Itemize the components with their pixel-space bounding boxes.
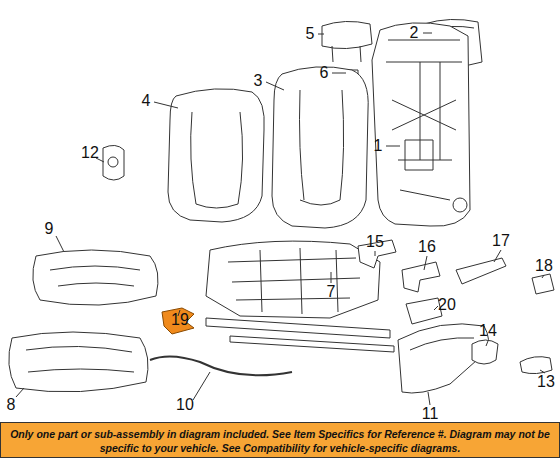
leader-lines — [16, 33, 545, 405]
callout-number: 12 — [81, 145, 99, 161]
highlighted-bracket — [162, 308, 194, 334]
callout-number: 5 — [306, 26, 315, 42]
callout-number: 16 — [418, 239, 436, 255]
callout-number: 10 — [176, 397, 194, 413]
small-bracket — [532, 274, 554, 294]
headrest — [322, 21, 372, 48]
callout-number: 19 — [171, 312, 189, 328]
callout-number: 4 — [142, 93, 151, 109]
notice-text: Only one part or sub-assembly in diagram… — [7, 427, 553, 455]
callout-number: 8 — [7, 397, 16, 413]
seat-wire — [150, 356, 292, 375]
callout-number: 17 — [492, 233, 510, 249]
cushion-cover — [9, 332, 148, 392]
bracket — [406, 298, 442, 324]
callout-number: 14 — [479, 323, 497, 339]
cushion-pad — [33, 250, 158, 305]
callout-number: 13 — [537, 374, 555, 390]
callout-number: 3 — [254, 73, 263, 89]
seatback-pad — [272, 67, 368, 228]
seat-track — [206, 318, 390, 338]
seat-frame — [206, 241, 380, 318]
callout-number: 1 — [374, 138, 383, 154]
seatback-cover — [168, 89, 264, 222]
side-component — [103, 145, 124, 180]
lever — [520, 357, 552, 374]
callout-number: 9 — [45, 221, 54, 237]
callout-number: 6 — [320, 65, 329, 81]
notice-banner: Only one part or sub-assembly in diagram… — [0, 422, 560, 458]
knob — [472, 340, 498, 364]
callout-number: 15 — [366, 234, 384, 250]
callout-number: 18 — [535, 258, 553, 274]
seatback-frame — [372, 23, 470, 226]
bracket-arm — [456, 258, 506, 284]
callout-number: 11 — [422, 406, 439, 422]
callout-number: 2 — [410, 25, 419, 41]
bracket — [402, 262, 440, 292]
callout-number: 7 — [327, 284, 336, 300]
callout-number: 20 — [438, 297, 456, 313]
